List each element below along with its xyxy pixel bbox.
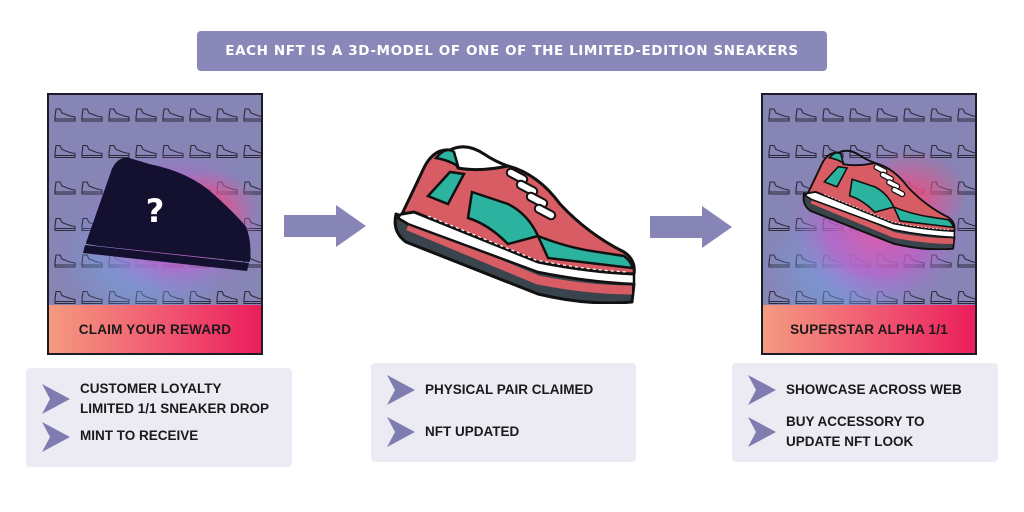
left-info-box: CUSTOMER LOYALTY LIMITED 1/1 SNEAKER DRO…	[26, 368, 292, 467]
claim-reward-card: ? CLAIM YOUR REWARD	[47, 93, 263, 355]
card-label: SUPERSTAR ALPHA 1/1	[763, 305, 975, 353]
list-item-text: CUSTOMER LOYALTY LIMITED 1/1 SNEAKER DRO…	[80, 381, 270, 416]
list-item: SHOWCASE ACROSS WEB	[732, 375, 998, 407]
list-item-text: BUY ACCESSORY TO UPDATE NFT LOOK	[786, 414, 925, 449]
superstar-alpha-card: SUPERSTAR ALPHA 1/1	[761, 93, 977, 355]
list-item: NFT UPDATED	[371, 417, 636, 449]
list-item-text: SHOWCASE ACROSS WEB	[786, 382, 962, 397]
list-item-text: MINT TO RECEIVE	[80, 428, 199, 443]
triangle-bullet-icon	[42, 422, 70, 452]
list-item: CUSTOMER LOYALTY LIMITED 1/1 SNEAKER DRO…	[26, 378, 292, 420]
triangle-bullet-icon	[42, 384, 70, 414]
list-item-text: NFT UPDATED	[425, 424, 520, 439]
arrow-right-icon	[284, 205, 366, 247]
center-info-box: PHYSICAL PAIR CLAIMED NFT UPDATED	[371, 363, 636, 462]
physical-sneaker-image	[388, 144, 638, 304]
question-mark: ?	[146, 192, 165, 230]
nft-sneaker-image	[799, 149, 957, 250]
right-info-box: SHOWCASE ACROSS WEB BUY ACCESSORY TO UPD…	[732, 363, 998, 462]
list-item: BUY ACCESSORY TO UPDATE NFT LOOK	[732, 413, 998, 455]
triangle-bullet-icon	[387, 375, 415, 405]
arrow-right-icon	[650, 206, 732, 248]
triangle-bullet-icon	[748, 375, 776, 405]
triangle-bullet-icon	[748, 417, 776, 447]
triangle-bullet-icon	[387, 417, 415, 447]
card-label: CLAIM YOUR REWARD	[49, 305, 261, 353]
list-item: MINT TO RECEIVE	[26, 422, 292, 454]
banner-text: EACH NFT IS A 3D-MODEL OF ONE OF THE LIM…	[225, 43, 799, 59]
mystery-sneaker-icon: ?	[83, 157, 251, 271]
list-item: PHYSICAL PAIR CLAIMED	[371, 375, 636, 407]
header-banner: EACH NFT IS A 3D-MODEL OF ONE OF THE LIM…	[197, 31, 827, 71]
list-item-text: PHYSICAL PAIR CLAIMED	[425, 382, 594, 397]
